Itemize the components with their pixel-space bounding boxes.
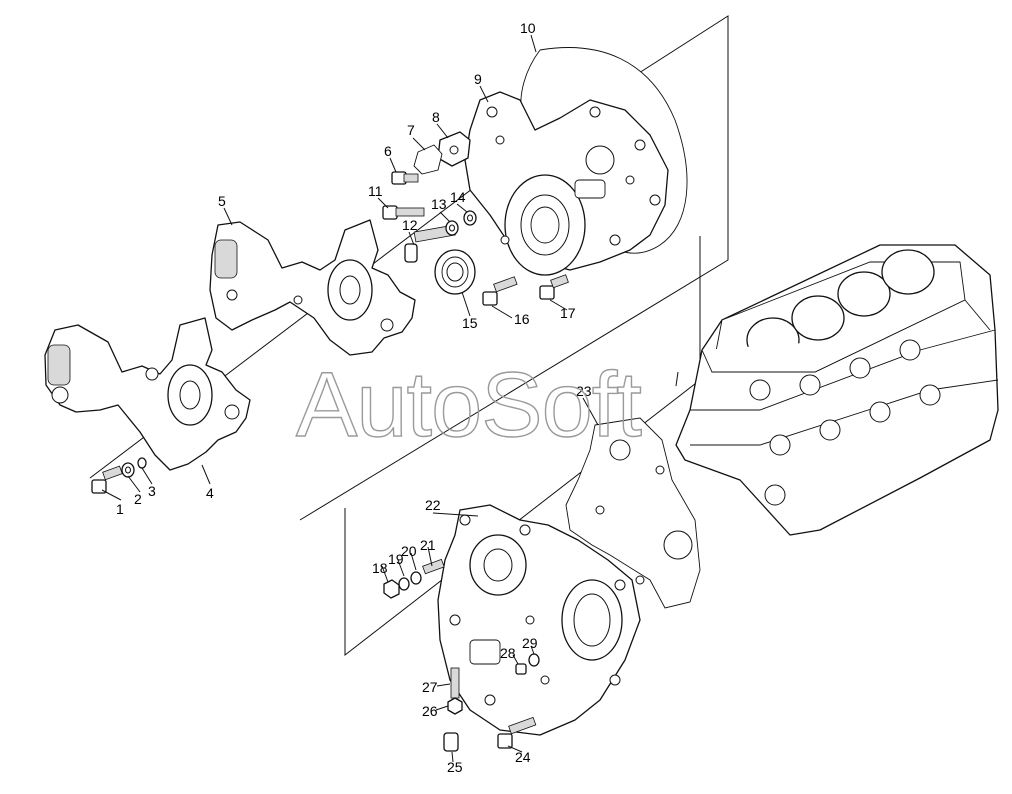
callout-15: 15 — [462, 315, 478, 331]
stud-21 — [422, 558, 445, 575]
washer-3 — [137, 457, 147, 469]
callout-14: 14 — [450, 189, 466, 205]
callout-3: 3 — [148, 483, 156, 499]
callout-10: 10 — [520, 20, 536, 36]
callout-27: 27 — [422, 679, 438, 695]
timing-gear-housing-22 — [437, 504, 641, 736]
bolt-24 — [497, 716, 537, 749]
washer-19 — [398, 577, 410, 591]
bolt-11 — [382, 205, 425, 220]
callout-5: 5 — [218, 193, 226, 209]
washer-2 — [121, 462, 135, 478]
cylinder-block — [675, 244, 999, 536]
callout-21: 21 — [420, 537, 436, 553]
oil-seal-15 — [434, 249, 476, 295]
callout-16: 16 — [514, 311, 530, 327]
bolt-17 — [539, 274, 569, 300]
gasket-plate-7 — [413, 144, 443, 175]
callout-8: 8 — [432, 109, 440, 125]
washer-13 — [445, 220, 459, 236]
nut-18 — [383, 579, 400, 599]
watermark: AutoSoft — [296, 354, 641, 456]
bolt-16 — [482, 276, 518, 306]
callout-1: 1 — [116, 501, 124, 517]
callout-24: 24 — [515, 749, 531, 765]
callout-6: 6 — [384, 143, 392, 159]
assembly-frame-upper — [89, 15, 729, 521]
stud-12 — [404, 224, 456, 263]
stud-27 — [450, 667, 460, 699]
callout-4: 4 — [206, 485, 214, 501]
callout-12: 12 — [402, 217, 418, 233]
callout-9: 9 — [474, 71, 482, 87]
gear-cover-4 — [44, 317, 251, 471]
callout-18: 18 — [372, 560, 388, 576]
assembly-frame-lower — [344, 236, 701, 657]
callout-11: 11 — [368, 183, 383, 199]
washer-20 — [410, 571, 422, 585]
callout-7: 7 — [407, 122, 415, 138]
callout-26: 26 — [422, 703, 438, 719]
bolt-28 — [515, 663, 527, 675]
gear-cover-5 — [209, 219, 416, 356]
callout-17: 17 — [560, 305, 576, 321]
callout-2: 2 — [134, 491, 142, 507]
callout-28: 28 — [500, 645, 516, 661]
callout-13: 13 — [431, 196, 447, 212]
nut-26 — [447, 697, 463, 715]
callout-23: 23 — [576, 383, 592, 399]
callout-22: 22 — [425, 497, 441, 513]
callout-numbers: 1 2 3 4 5 6 7 8 9 10 11 12 13 14 15 16 1… — [116, 20, 592, 775]
washer-14 — [463, 210, 477, 226]
front-cover-9 — [464, 91, 669, 276]
bolt-1 — [91, 465, 123, 494]
washer-29 — [528, 653, 540, 667]
bolt-6 — [391, 171, 419, 185]
callout-29: 29 — [522, 635, 538, 651]
dowel-25 — [443, 732, 459, 752]
callout-20: 20 — [401, 543, 417, 559]
callout-19: 19 — [388, 551, 404, 567]
callout-25: 25 — [447, 759, 463, 775]
gasket-23 — [565, 417, 701, 609]
leader-lines — [101, 34, 679, 763]
